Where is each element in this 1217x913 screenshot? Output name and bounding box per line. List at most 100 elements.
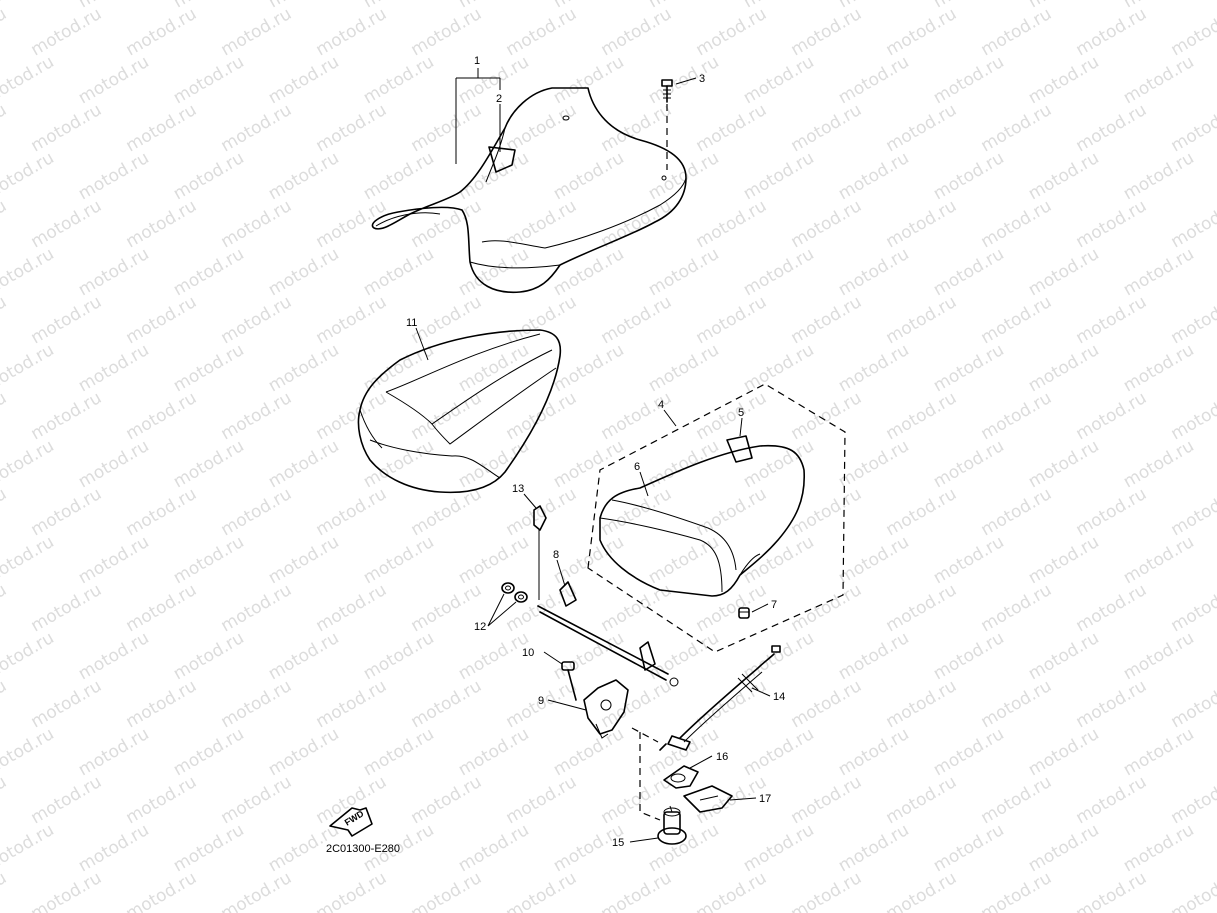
- seat-lock[interactable]: [583, 679, 629, 739]
- watermark-text: motod.ru: [550, 52, 628, 108]
- leader-lines: [415, 68, 771, 843]
- watermark-text: motod.ru: [978, 580, 1056, 636]
- watermark-text: motod.ru: [598, 676, 676, 732]
- watermark-text: motod.ru: [218, 196, 296, 252]
- seat-label-tag[interactable]: [488, 146, 516, 173]
- watermark-text: motod.ru: [550, 724, 628, 780]
- callout-17[interactable]: 17: [759, 793, 771, 805]
- watermark-text: motod.ru: [978, 292, 1056, 348]
- watermark-text: motod.ru: [0, 4, 10, 60]
- callout-10[interactable]: 10: [522, 647, 534, 659]
- watermark-text: motod.ru: [123, 772, 201, 828]
- watermark-text: motod.ru: [455, 628, 533, 684]
- watermark-text: motod.ru: [693, 4, 771, 60]
- watermark-text: motod.ru: [740, 148, 818, 204]
- watermark-text: motod.ru: [218, 772, 296, 828]
- watermark-text: motod.ru: [550, 340, 628, 396]
- bracket-16[interactable]: [663, 765, 699, 789]
- watermark-text: motod.ru: [0, 628, 58, 684]
- watermark-text: motod.ru: [1120, 340, 1198, 396]
- callout-8[interactable]: 8: [553, 549, 559, 561]
- watermark-text: motod.ru: [1120, 244, 1198, 300]
- watermark-text: motod.ru: [408, 4, 486, 60]
- bracket-17[interactable]: [683, 785, 733, 813]
- watermark-text: motod.ru: [693, 292, 771, 348]
- callout-4[interactable]: 4: [658, 399, 664, 411]
- watermark-text: motod.ru: [1120, 724, 1198, 780]
- watermark-text: motod.ru: [835, 820, 913, 876]
- damper-7[interactable]: [738, 607, 750, 619]
- watermark-text: motod.ru: [978, 772, 1056, 828]
- bolt-10[interactable]: [561, 661, 577, 701]
- watermark-text: motod.ru: [1025, 148, 1103, 204]
- watermark-text: motod.ru: [75, 628, 153, 684]
- watermark-text: motod.ru: [313, 484, 391, 540]
- collar-12[interactable]: [501, 582, 528, 603]
- callout-1[interactable]: 1: [474, 55, 480, 67]
- watermark-text: motod.ru: [1025, 532, 1103, 588]
- watermark-text: motod.ru: [0, 772, 10, 828]
- watermark-text: motod.ru: [1073, 580, 1151, 636]
- watermark-text: motod.ru: [1025, 724, 1103, 780]
- callout-15[interactable]: 15: [612, 837, 624, 849]
- callout-3[interactable]: 3: [699, 73, 705, 85]
- seat-lock-rod[interactable]: [537, 581, 679, 687]
- lock-cylinder[interactable]: [657, 805, 687, 845]
- callout-7[interactable]: 7: [771, 599, 777, 611]
- callout-5[interactable]: 5: [738, 407, 744, 419]
- passenger-seat[interactable]: [357, 329, 562, 494]
- callout-16[interactable]: 16: [716, 751, 728, 763]
- watermark-text: motod.ru: [360, 532, 438, 588]
- watermark-text: motod.ru: [28, 4, 106, 60]
- watermark-text: motod.ru: [0, 676, 10, 732]
- watermark-text: motod.ru: [1073, 292, 1151, 348]
- callout-6[interactable]: 6: [634, 461, 640, 473]
- watermark-text: motod.ru: [598, 292, 676, 348]
- watermark-text: motod.ru: [408, 868, 486, 913]
- watermark-text: motod.ru: [218, 4, 296, 60]
- seat-lock-cable[interactable]: [659, 645, 781, 751]
- bolt-3[interactable]: [661, 79, 673, 170]
- callout-13[interactable]: 13: [512, 483, 524, 495]
- watermark-text: motod.ru: [123, 484, 201, 540]
- watermark-text: motod.ru: [75, 148, 153, 204]
- watermark-text: motod.ru: [645, 52, 723, 108]
- watermark-text: motod.ru: [1120, 148, 1198, 204]
- watermark-text: motod.ru: [883, 484, 961, 540]
- watermark-text: motod.ru: [0, 0, 58, 12]
- watermark-text: motod.ru: [123, 4, 201, 60]
- watermark-text: motod.ru: [930, 436, 1008, 492]
- watermark-text: motod.ru: [0, 724, 58, 780]
- watermark-text: motod.ru: [123, 388, 201, 444]
- main-seat[interactable]: [371, 87, 687, 294]
- watermark-text: motod.ru: [1073, 388, 1151, 444]
- watermark-text: motod.ru: [883, 868, 961, 913]
- callout-9[interactable]: 9: [538, 695, 544, 707]
- callout-14[interactable]: 14: [773, 691, 785, 703]
- watermark-text: motod.ru: [883, 772, 961, 828]
- watermark-text: motod.ru: [1120, 820, 1198, 876]
- watermark-text: motod.ru: [360, 628, 438, 684]
- clip-13[interactable]: [533, 505, 547, 600]
- watermark-text: motod.ru: [28, 676, 106, 732]
- watermark-text: motod.ru: [1120, 628, 1198, 684]
- watermark-text: motod.ru: [740, 628, 818, 684]
- watermark-text: motod.ru: [1073, 100, 1151, 156]
- seat-cowl[interactable]: [599, 444, 805, 597]
- watermark-text: motod.ru: [1073, 772, 1151, 828]
- watermark-text: motod.ru: [0, 340, 58, 396]
- callout-12[interactable]: 12: [474, 621, 486, 633]
- watermark-text: motod.ru: [218, 484, 296, 540]
- callout-11[interactable]: 11: [406, 317, 417, 329]
- watermark-text: motod.ru: [550, 436, 628, 492]
- cowl-label-tag[interactable]: [726, 435, 753, 463]
- watermark-text: motod.ru: [503, 4, 581, 60]
- watermark-text: motod.ru: [1073, 4, 1151, 60]
- callout-2[interactable]: 2: [496, 93, 502, 105]
- watermark-text: motod.ru: [170, 724, 248, 780]
- watermark-text: motod.ru: [645, 724, 723, 780]
- watermark-text: motod.ru: [455, 532, 533, 588]
- watermark-text: motod.ru: [930, 532, 1008, 588]
- watermark-text: motod.ru: [883, 100, 961, 156]
